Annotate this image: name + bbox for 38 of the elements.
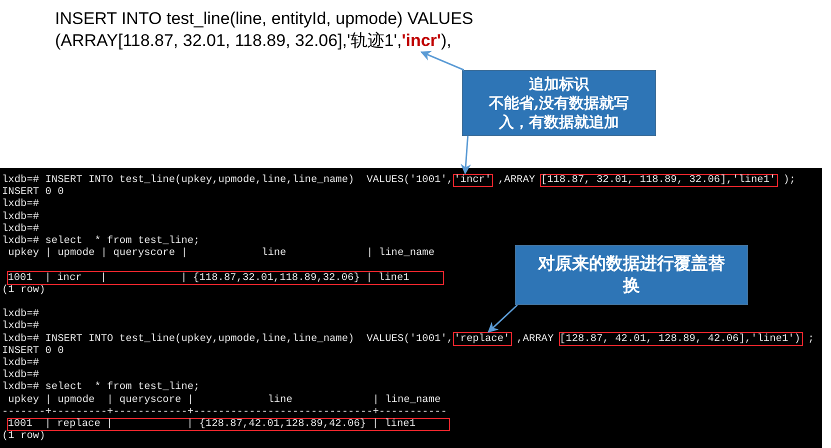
terminal-line: lxdb=# select * from test_line; [2, 235, 200, 247]
terminal-line: ,ARRAY [498, 174, 536, 186]
highlight-box: 1001 | incr | | {118.87,32.01,118.89,32.06} | line1 [6, 271, 444, 285]
callout-box [515, 245, 748, 305]
highlight-box: [118.87, 32.01, 118.89, 32.06],'line1' [540, 174, 778, 187]
callout-text: 不能省,没有数据就写入，有数据就追加 [488, 94, 630, 132]
terminal-line: upkey | upmode | queryscore | line | line_name [7, 394, 441, 406]
arrow [488, 304, 518, 333]
terminal-line: INSERT 0 0 [2, 344, 64, 357]
terminal-line: ); [783, 174, 796, 186]
terminal-line: lxdb=# [2, 308, 40, 320]
terminal-line: lxdb=# [2, 222, 40, 235]
terminal-line: lxdb=# [2, 198, 40, 210]
callout-box [462, 70, 656, 136]
terminal-panel [0, 168, 822, 448]
terminal-line: lxdb=# select * from test_line; [2, 381, 200, 394]
highlight-box: 'incr' [453, 174, 494, 187]
arrow [420, 50, 464, 71]
terminal-line: lxdb=# [2, 320, 40, 332]
terminal-line: -------+---------+------------+-----------------------------+----------- [2, 406, 447, 418]
terminal-line: ; [808, 332, 814, 345]
terminal-line: lxdb=# [2, 357, 40, 369]
terminal-line: lxdb=# [2, 210, 40, 223]
highlight-box: [128.87, 42.01, 128.89, 42.06],'line1') [558, 332, 804, 346]
terminal-line: INSERT 0 0 [2, 186, 64, 198]
callout-heading: 追加标识 [528, 74, 590, 94]
highlight-box: 'replace' [453, 332, 512, 346]
callout-text: 对原来的数据进行覆盖替换 [536, 253, 726, 297]
terminal-line: ,ARRAY [516, 332, 554, 345]
highlight-box: 1001 | replace | | {128.87,42.01,128.89,42.06} | line1 [6, 418, 450, 431]
terminal-line: lxdb=# INSERT INTO test_line(upkey,upmode,line,line_name) VALUES('1001', [2, 332, 454, 345]
terminal-line: (1 row) [2, 430, 46, 442]
terminal-line: lxdb=# [2, 369, 40, 382]
sql-statement: INSERT INTO test_line(line, entityId, upmode) VALUES (ARRAY[118.87, 32.01, 118.89, 32.06],'轨迹1','incr'), [55, 8, 525, 52]
terminal-line: (1 row) [2, 284, 46, 296]
terminal-line: upkey | upmode | queryscore | line | line_name [7, 247, 435, 260]
terminal-line: lxdb=# INSERT INTO test_line(upkey,upmode,line,line_name) VALUES('1001', [2, 174, 454, 186]
arrow [460, 136, 472, 175]
